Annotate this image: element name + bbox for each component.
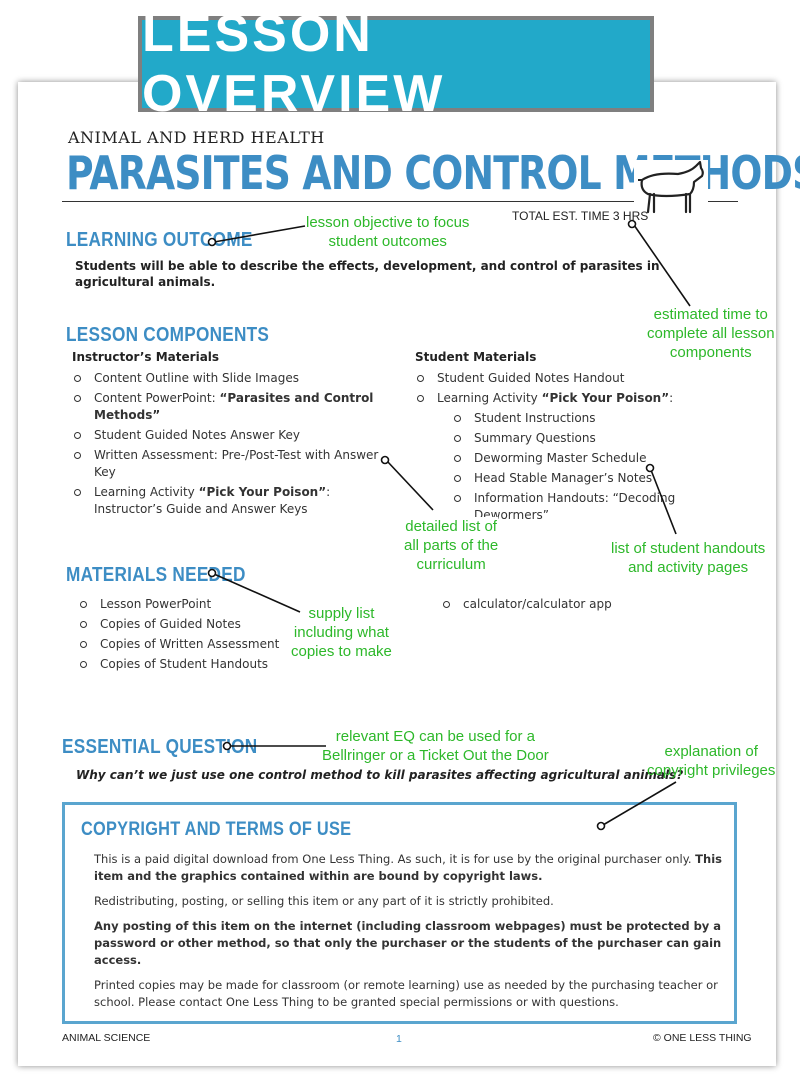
essential-question-heading: ESSENTIAL QUESTION [62,736,258,758]
essential-question-text: Why can’t we just use one control method… [76,768,684,782]
annotation-components: detailed list of all parts of the curric… [404,517,499,574]
copyright-box: COPYRIGHT AND TERMS OF USE This is a pai… [62,802,737,1024]
list-item: Student Guided Notes Handout [415,370,715,387]
list-item: Content Outline with Slide Images [72,370,392,387]
footer-right: © ONE LESS THING [653,1032,752,1044]
list-item: Content PowerPoint: “Parasites and Contr… [72,390,392,424]
list-item: Student Instructions [452,410,692,427]
copyright-paragraph: Printed copies may be made for classroom… [94,978,718,1009]
footer-left: ANIMAL SCIENCE [62,1032,151,1044]
annotation-time: estimated time to complete all lesson co… [647,306,775,361]
title-divider [62,201,738,202]
list-item: Copies of Written Assessment [78,636,318,653]
lesson-overview-banner: LESSON OVERVIEW [138,5,654,123]
annotation-eq: relevant EQ can be used for a Bellringer… [322,728,549,764]
annotation-supplies: supply list including what copies to mak… [291,605,392,660]
list-item: Head Stable Manager’s Notes [452,470,692,487]
list-item: Deworming Master Schedule [452,450,692,467]
list-item: Lesson PowerPoint [78,596,318,613]
lesson-components-heading: LESSON COMPONENTS [66,324,270,346]
goat-icon [634,160,708,216]
list-item: Copies of Guided Notes [78,616,318,633]
annotation-objective: lesson objective to focus student outcom… [306,214,470,250]
list-item: Student Guided Notes Answer Key [72,427,392,444]
copyright-paragraph: This is a paid digital download from One… [94,852,722,883]
materials-list-right: calculator/calculator app [441,596,681,616]
materials-list: Lesson PowerPoint Copies of Guided Notes… [78,596,318,676]
student-materials-heading: Student Materials [415,350,537,364]
list-item: Information Handouts: “Decoding Dewormer… [452,490,692,524]
list-item: Copies of Student Handouts [78,656,318,673]
student-materials-list: Student Guided Notes Handout Learning Ac… [415,370,715,410]
instructor-materials-heading: Instructor’s Materials [72,350,220,364]
learning-outcome-heading: LEARNING OUTCOME [66,229,253,251]
total-time: TOTAL EST. TIME 3 HRS [512,209,649,223]
list-item: Learning Activity “Pick Your Poison”: In… [72,484,392,518]
instructor-materials-list: Content Outline with Slide Images Conten… [72,370,392,521]
list-item: Learning Activity “Pick Your Poison”: [415,390,715,407]
annotation-handouts: list of student handouts and activity pa… [611,540,766,576]
list-item: Written Assessment: Pre-/Post-Test with … [72,447,392,481]
annotation-copyright: explanation of copyright privileges [647,743,776,779]
page-number: 1 [396,1033,402,1045]
list-item: Summary Questions [452,430,692,447]
subject-label: ANIMAL AND HERD HEALTH [68,128,325,147]
copyright-paragraph: Any posting of this item on the internet… [94,919,722,967]
list-item: calculator/calculator app [441,596,681,613]
copyright-paragraph: Redistributing, posting, or selling this… [94,894,554,908]
materials-needed-heading: MATERIALS NEEDED [66,564,246,586]
learning-outcome-text: Students will be able to describe the ef… [75,259,660,289]
banner-title: LESSON OVERVIEW [142,5,446,123]
copyright-heading: COPYRIGHT AND TERMS OF USE [81,819,352,840]
student-activity-sublist: Student Instructions Summary Questions D… [452,410,692,527]
